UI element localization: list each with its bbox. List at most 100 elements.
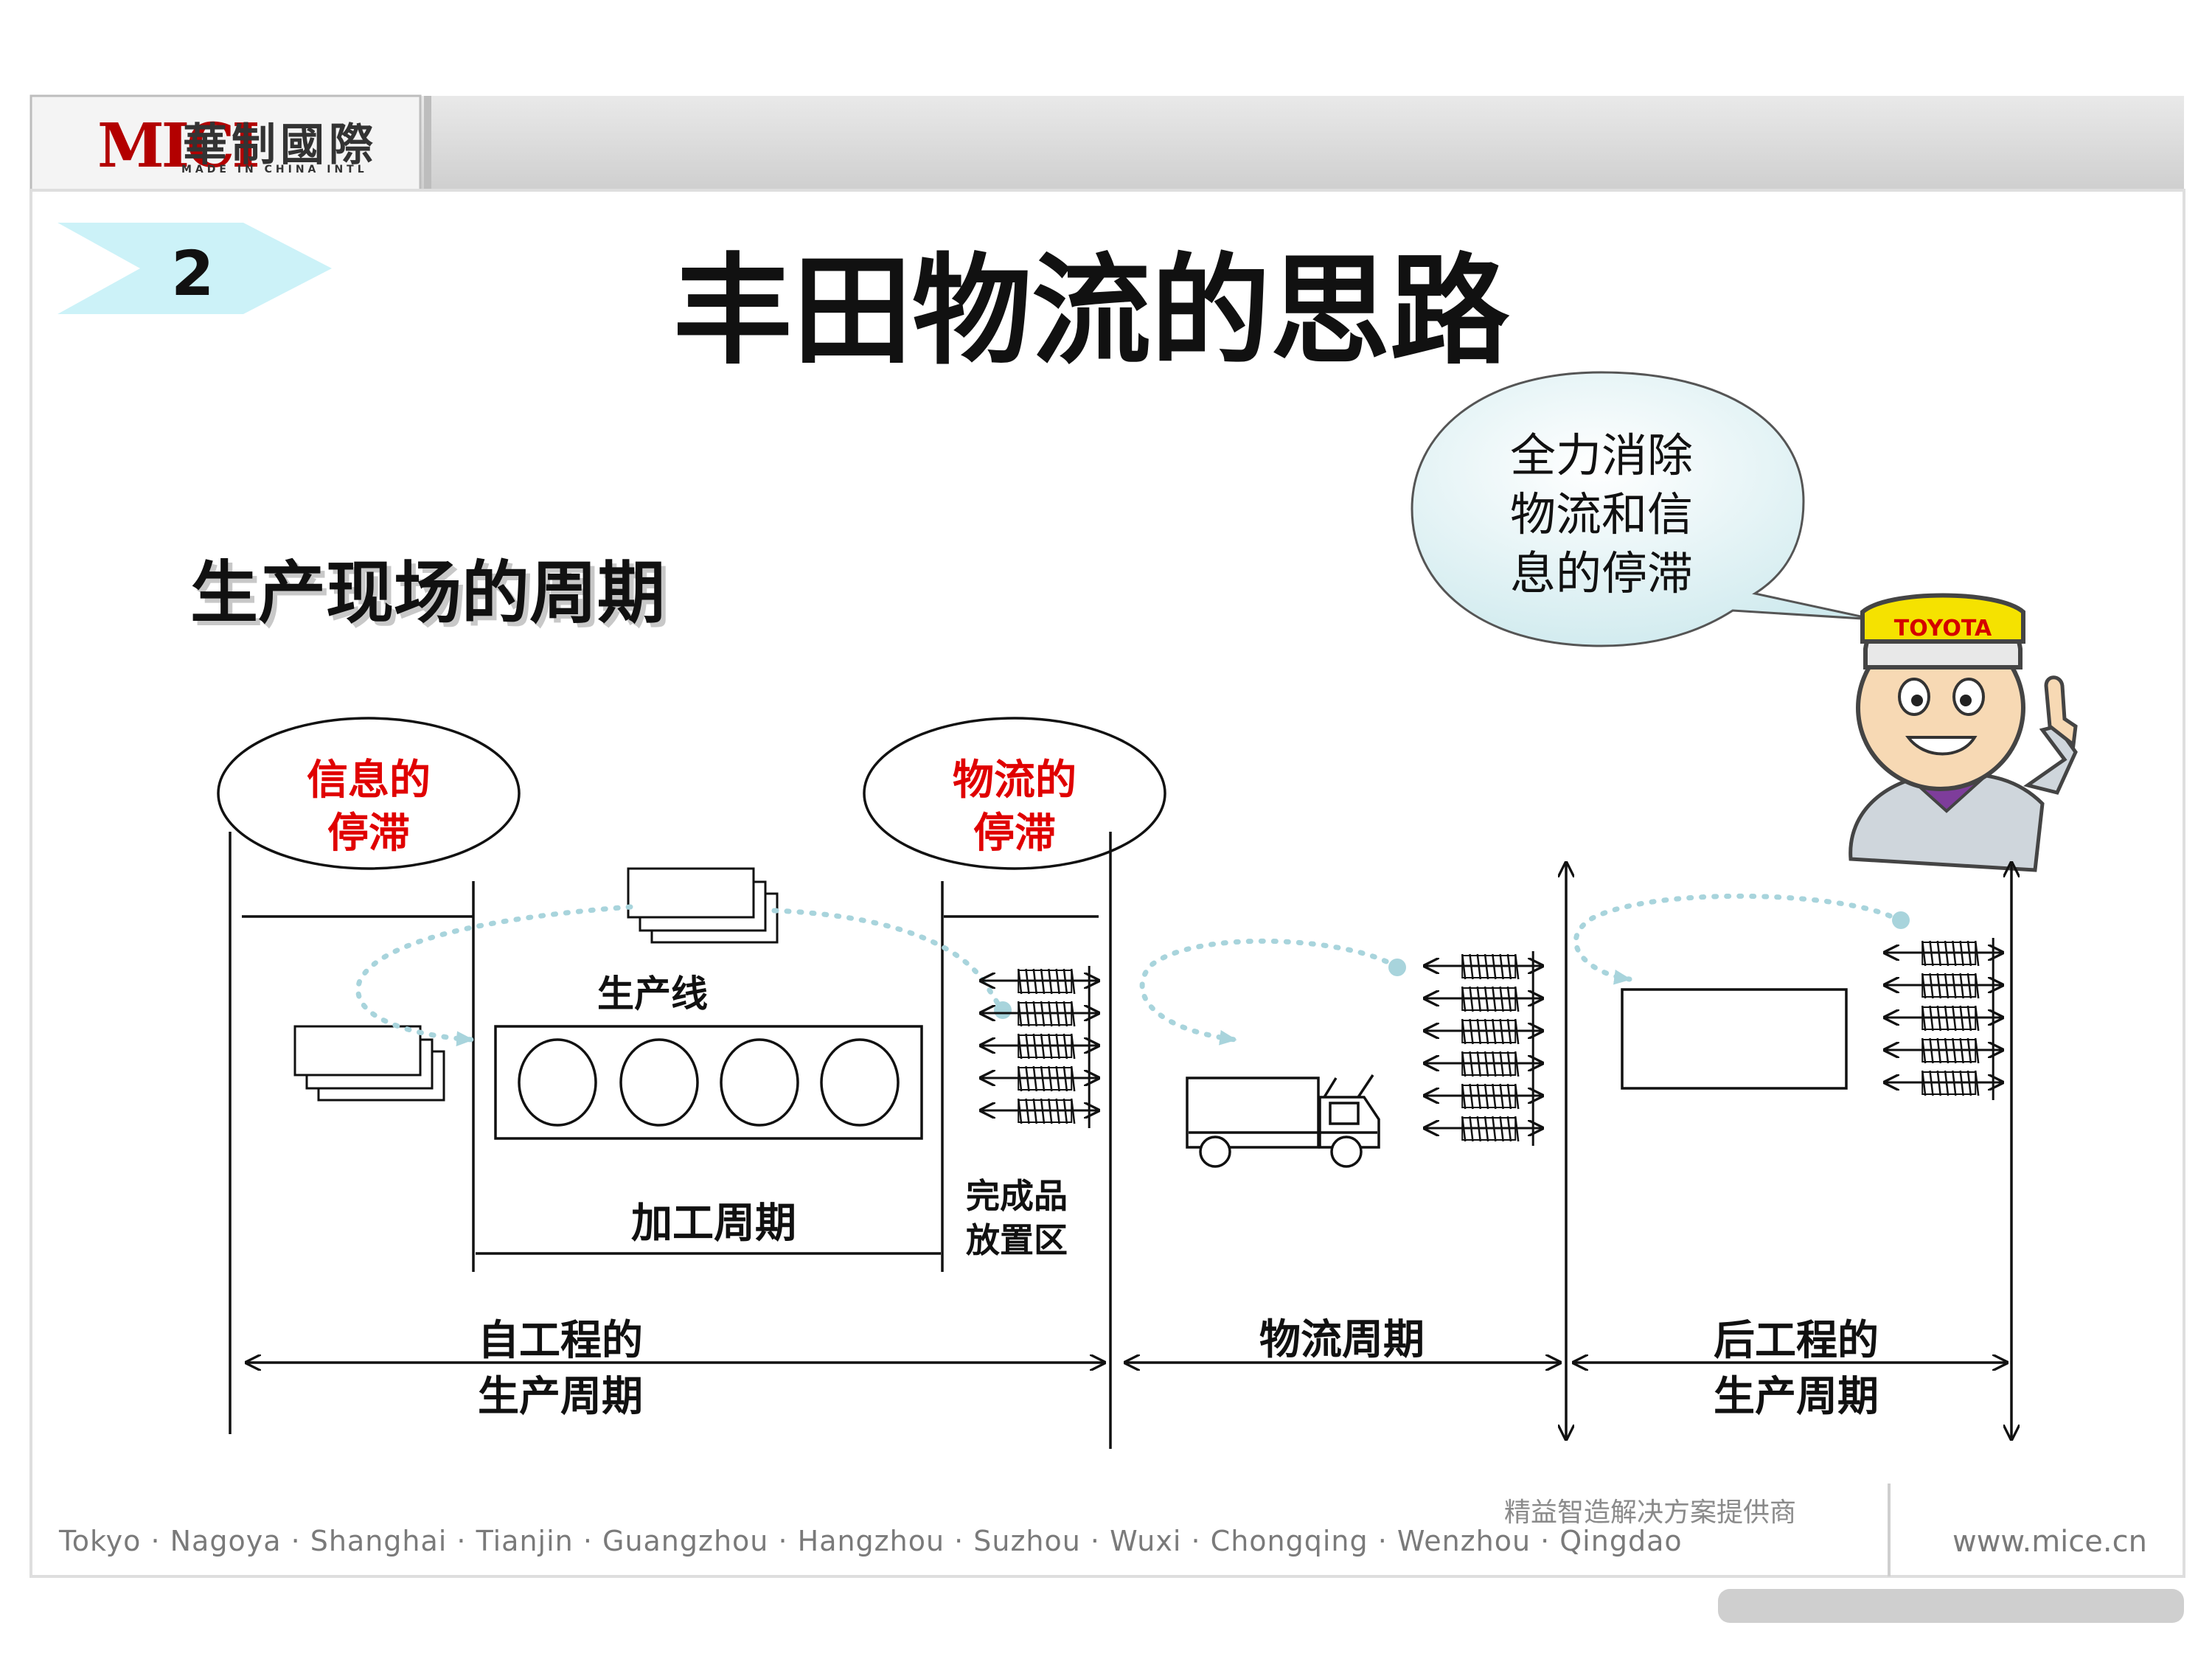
rack-slat (1952, 1037, 1957, 1064)
rack-slat (1032, 1001, 1038, 1027)
rack-slat (1025, 968, 1030, 995)
rack-slat (1966, 1070, 1972, 1096)
rack-slat (1492, 1018, 1497, 1045)
rack-slat (1936, 1070, 1942, 1096)
footer-slogan: 精益智造解决方案提供商 (1504, 1498, 1797, 1528)
rack-slat (1062, 1065, 1068, 1092)
rack-slat (1017, 1001, 1023, 1027)
rack-slat (1040, 968, 1046, 995)
rack-slat (1461, 1051, 1467, 1077)
rack-slat (1461, 1018, 1467, 1045)
rack-slat (1959, 1070, 1964, 1096)
rack-slat (1017, 968, 1023, 995)
rack-pallet (1461, 1085, 1517, 1108)
rack-slat (1944, 973, 1950, 999)
rack-slat (1070, 1098, 1076, 1124)
rack-slat (1506, 1116, 1512, 1142)
rack-slat (1952, 973, 1957, 999)
label-line: 自工程的 (478, 1316, 643, 1365)
rack-slat (1017, 1033, 1023, 1060)
rack-slat (1469, 986, 1474, 1012)
rack-pallet (1018, 970, 1073, 993)
document-stack-left (293, 1025, 445, 1102)
rack-slat (1476, 1051, 1482, 1077)
rack-slat (1921, 1005, 1927, 1032)
rack-slat (1944, 940, 1950, 967)
rack-slat (1055, 1001, 1060, 1027)
label-line: 生产周期 (478, 1372, 643, 1421)
slide-number-chevron (58, 223, 332, 314)
production-line-machine (494, 1025, 923, 1140)
bubble-line: 物流和信 (1509, 487, 1693, 541)
rack-slat (1025, 1033, 1030, 1060)
footer-tab (1718, 1589, 2184, 1623)
rack-slat (1936, 1037, 1942, 1064)
rack-slat (1974, 973, 1980, 999)
rack-slat (1025, 1065, 1030, 1092)
rack-slat (1959, 973, 1964, 999)
logo-mark: MICI (97, 111, 260, 181)
logo-subtext: MADE IN CHINA INTL (181, 164, 368, 175)
rack-slat (1017, 1098, 1023, 1124)
rack-slat (1966, 973, 1972, 999)
structure-lines (229, 832, 1112, 1449)
rack-slat (1921, 940, 1927, 967)
footer-cities: Tokyo · Nagoya · Shanghai · Tianjin · Gu… (59, 1525, 1683, 1557)
ellipse-line: 停滞 (973, 809, 1056, 858)
rack-slat (1492, 1051, 1497, 1077)
next-process-cycle-label: 后工程的 生产周期 (1678, 1312, 1914, 1425)
rack-slat (1952, 940, 1957, 967)
rack-slat (1974, 1005, 1980, 1032)
rack-slat (1484, 1018, 1489, 1045)
rack-slat (1032, 968, 1038, 995)
own-process-cycle-label: 自工程的 生产周期 (442, 1312, 678, 1425)
logistics-stagnation-ellipse (863, 717, 1166, 870)
rack-slat (1055, 1033, 1060, 1060)
rack-slat (1514, 953, 1520, 980)
rack-slat (1461, 986, 1467, 1012)
rack-slat (1506, 1018, 1512, 1045)
mascot-illustration: TOYOTA (1848, 593, 2078, 872)
rack-slat (1048, 1098, 1053, 1124)
speech-bubble-shape (1411, 371, 1875, 647)
rack-slat (1959, 1037, 1964, 1064)
rack-slat (1959, 1005, 1964, 1032)
rack-slat (1461, 1083, 1467, 1110)
rack-slat (1499, 1018, 1504, 1045)
rack-slat (1974, 1070, 1980, 1096)
footer-url: www.mice.cn (1952, 1525, 2147, 1559)
rack-2 (1885, 938, 2003, 1100)
rack-pallet (1921, 942, 1977, 965)
rack-slat (1514, 1083, 1520, 1110)
rack-slat (1070, 1001, 1076, 1027)
rack-slat (1506, 953, 1512, 980)
rack-slat (1514, 986, 1520, 1012)
ellipse-line: 停滞 (327, 809, 410, 858)
rack-slat (1974, 940, 1980, 967)
rack-slat (1055, 968, 1060, 995)
rack-slat (1936, 973, 1942, 999)
rack-slat (1492, 953, 1497, 980)
rack-slat (1062, 968, 1068, 995)
rack-pallet (1921, 1006, 1977, 1030)
section-subtitle: 生产现场的周期 (190, 553, 666, 633)
rack-slat (1070, 1033, 1076, 1060)
rack-slat (1476, 1018, 1482, 1045)
rack-slat (1048, 1033, 1053, 1060)
rack-pallet (1461, 1117, 1517, 1141)
header-bar (29, 94, 2184, 192)
rack-slat (1476, 986, 1482, 1012)
label-line: 完成品 (966, 1176, 1068, 1216)
label-line: 生产周期 (1714, 1372, 1879, 1421)
rack-slat (1040, 1001, 1046, 1027)
rack-slat (1514, 1051, 1520, 1077)
rack-slat (1484, 953, 1489, 980)
rack-pallet (1018, 1067, 1073, 1091)
rack-slat (1944, 1070, 1950, 1096)
rack-slat (1025, 1098, 1030, 1124)
rack-slat (1929, 940, 1934, 967)
rack-1 (1425, 951, 1543, 1146)
rack-slat (1944, 1005, 1950, 1032)
rack-pallet (1461, 955, 1517, 978)
rack-pallet (1018, 1002, 1073, 1026)
